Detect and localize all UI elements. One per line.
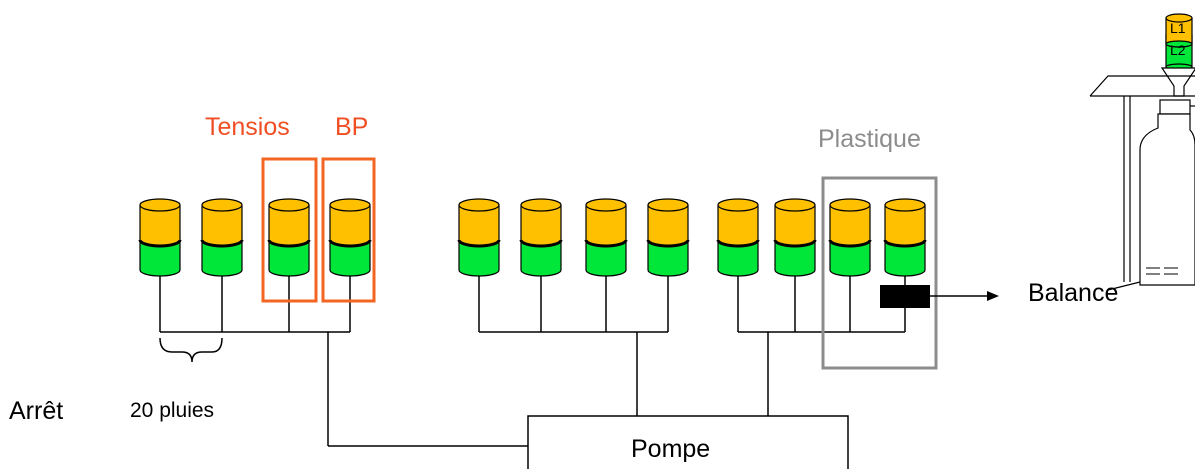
soil-column	[267, 198, 311, 277]
soil-column	[646, 198, 690, 277]
plastique-label: Plastique	[818, 125, 921, 153]
soil-column	[138, 198, 182, 277]
brace-20-pluies	[159, 337, 223, 363]
soil-column	[457, 198, 501, 277]
balance-arrow-head	[987, 291, 999, 301]
plastique-box	[821, 176, 938, 370]
pump-box	[527, 415, 849, 469]
bp-box	[321, 157, 376, 303]
l1-label: L1	[1170, 20, 1186, 36]
balance-label: Balance	[1028, 279, 1119, 307]
filtration-apparatus-illustration	[1089, 13, 1195, 291]
bp-label: BP	[335, 113, 369, 141]
soil-column	[200, 198, 244, 277]
soil-column	[328, 198, 372, 277]
soil-columns	[138, 198, 927, 277]
pompe-label: Pompe	[631, 435, 711, 463]
pluies-label: 20 pluies	[130, 399, 215, 422]
tensios-label: Tensios	[205, 113, 290, 141]
soil-column	[773, 198, 817, 277]
balance-block	[880, 285, 930, 308]
soil-column	[519, 198, 563, 277]
soil-column	[883, 198, 927, 277]
arret-label: Arrêt	[9, 397, 64, 425]
soil-column	[584, 198, 628, 277]
tensios-box	[261, 157, 318, 303]
l2-label: L2	[1170, 42, 1186, 58]
soil-column	[828, 198, 872, 277]
soil-column	[716, 198, 760, 277]
